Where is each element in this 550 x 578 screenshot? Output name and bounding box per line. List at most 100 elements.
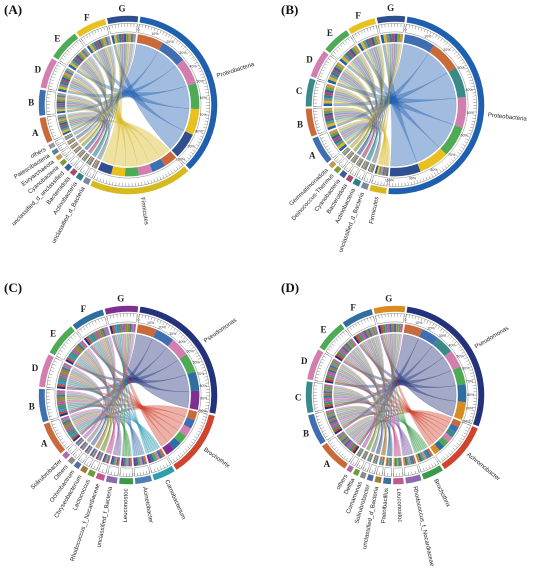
outer-arc-f xyxy=(76,18,107,38)
tick-mark xyxy=(435,34,438,38)
percent-tick-label: 0 xyxy=(405,318,407,322)
tick-mark xyxy=(153,318,156,322)
inner-arc-brochothrix xyxy=(162,443,175,455)
tick-mark xyxy=(331,343,335,346)
inner-arc-e xyxy=(81,49,89,58)
inner-arc-unclassified-d-bacteria xyxy=(93,159,99,168)
inner-arc-carnobacterium xyxy=(153,451,161,461)
tick-ring-chryseobacterium xyxy=(84,456,94,467)
percent-tick-label: 90% xyxy=(409,177,417,181)
tick-mark xyxy=(192,149,196,152)
inner-arc-e xyxy=(83,47,91,56)
inner-arc-d xyxy=(328,76,338,83)
inner-arc-e xyxy=(335,353,345,360)
tick-mark xyxy=(414,470,416,474)
group-label-f: F xyxy=(350,303,356,313)
chord-brochothrix-g xyxy=(383,334,417,454)
inner-arc-others xyxy=(64,133,73,138)
outer-arc-d xyxy=(307,349,324,381)
inner-arc-brochothrix xyxy=(186,409,198,421)
inner-arc-b xyxy=(325,120,335,125)
inner-arc-f xyxy=(353,335,360,345)
inner-arc-bacteroidota xyxy=(355,157,361,165)
inner-arc-f xyxy=(99,328,105,338)
taxon-label-rhodococcus-f-nocardiaceae: Rhodococcus_f_Nocardiaceae xyxy=(411,486,434,568)
tick-mark xyxy=(407,182,409,186)
chord-pseudomonas-g xyxy=(380,334,457,417)
inner-arc-solirubrobacter xyxy=(373,454,377,464)
tick-mark xyxy=(197,357,201,360)
inner-arc-a xyxy=(66,426,75,433)
tick-mark xyxy=(150,179,152,184)
tick-mark xyxy=(189,344,193,347)
tick-mark xyxy=(460,437,464,440)
tick-mark xyxy=(203,373,207,375)
tick-mark xyxy=(204,120,208,122)
tick-mark xyxy=(315,377,319,379)
tick-mark xyxy=(352,325,355,329)
outer-arc-unclassified-d-bacteria xyxy=(360,181,370,190)
tick-mark xyxy=(47,90,51,92)
tick-mark xyxy=(180,334,184,338)
group-label-b: B xyxy=(303,428,309,438)
inner-arc-others xyxy=(65,135,74,140)
percent-tick-label: 10% xyxy=(415,321,423,325)
inner-arc-leuconostoc xyxy=(120,457,124,467)
inner-arc-lactococcus xyxy=(98,452,103,461)
inner-arc-d xyxy=(60,78,70,85)
tick-mark xyxy=(314,407,318,409)
inner-arc-euryarchaeota xyxy=(70,142,78,149)
inner-arc-c xyxy=(324,403,334,408)
inner-arc-firmicutes xyxy=(124,167,139,177)
inner-arc-others xyxy=(81,443,88,451)
percent-tick-label: 60% xyxy=(462,366,470,370)
outer-arc-unclassified-d-unclassified xyxy=(64,163,73,172)
tick-mark xyxy=(425,466,428,470)
tick-mark xyxy=(175,456,178,460)
tick-mark xyxy=(159,176,162,180)
inner-arc-b xyxy=(327,124,337,131)
inner-arc-delftia xyxy=(361,450,367,459)
inner-arc-solirubrobacter xyxy=(77,439,85,447)
tick-mark xyxy=(337,160,341,164)
inner-arc-b xyxy=(56,98,66,102)
inner-arc-b xyxy=(56,103,66,106)
tick-mark xyxy=(436,460,439,464)
tick-mark xyxy=(447,44,451,48)
taxon-label-leuconostoc: Leuconostoc xyxy=(123,488,130,522)
inner-arc-g xyxy=(113,324,118,334)
percent-tick-label: 70% xyxy=(199,113,207,117)
inner-arc-f xyxy=(367,328,373,338)
tick-mark xyxy=(159,30,162,34)
inner-arc-firmicutes xyxy=(382,166,386,176)
tick-mark xyxy=(369,179,371,183)
inner-arc-d xyxy=(327,79,337,85)
inner-arc-a xyxy=(65,424,74,431)
tick-ring-f xyxy=(77,316,108,338)
inner-arc-a xyxy=(334,137,343,145)
tick-ring-c xyxy=(313,382,324,412)
percent-tick-label: 40% xyxy=(179,340,187,344)
tick-mark xyxy=(153,178,156,183)
taxon-label-pseudomonas: Pseudomonas xyxy=(203,318,238,345)
group-label-d: D xyxy=(32,363,39,373)
tick-mark xyxy=(197,67,201,70)
tick-mark xyxy=(73,162,76,166)
tick-mark xyxy=(175,330,179,334)
chord-ochrobactrum-g xyxy=(90,333,132,445)
tick-mark xyxy=(65,341,69,345)
tick-mark xyxy=(457,346,461,349)
tick-mark xyxy=(316,83,320,85)
tick-mark xyxy=(57,143,61,146)
inner-arc-brochothrix xyxy=(183,417,195,429)
outer-arc-bacteroidota xyxy=(69,168,78,176)
inner-arc-d xyxy=(60,368,70,374)
tick-mark xyxy=(65,155,69,158)
outer-arc-brochothrix xyxy=(421,465,443,480)
inner-arc-d xyxy=(57,383,66,388)
tick-mark xyxy=(182,450,186,454)
tick-mark xyxy=(144,315,146,319)
tick-mark xyxy=(471,378,476,380)
inner-arc-leuconostoc xyxy=(396,457,399,467)
tick-mark xyxy=(349,170,353,174)
